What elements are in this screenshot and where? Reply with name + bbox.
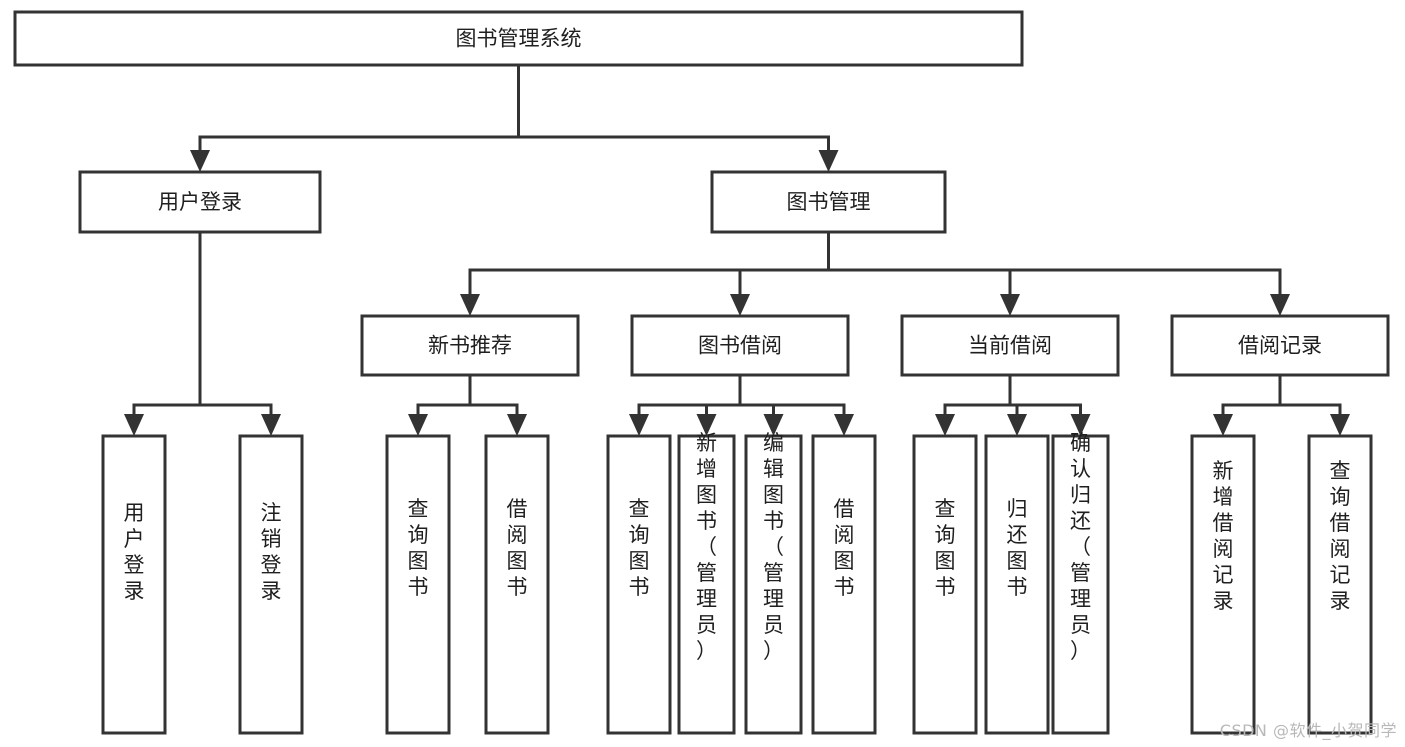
arrow-head-icon — [1007, 414, 1027, 436]
node-box-leaf-edit-book-admin[interactable] — [744, 434, 803, 735]
node-leaf-add-borrow-record[interactable]: 新增借阅记录 — [1190, 434, 1256, 735]
node-label-current-borrow: 当前借阅 — [968, 334, 1052, 358]
node-box-leaf-add-book-admin[interactable] — [677, 434, 736, 735]
node-box-user-login[interactable] — [78, 170, 322, 234]
node-box-leaf-logout[interactable] — [238, 434, 304, 735]
arrow-head-icon — [763, 414, 784, 436]
arrow-head-icon — [1330, 414, 1350, 436]
node-label-leaf-borrow-book-recommend: 借阅图书 — [507, 497, 528, 599]
arrow-head-icon — [1000, 294, 1020, 316]
node-box-leaf-borrow-book[interactable] — [811, 434, 877, 735]
node-box-leaf-query-book-borrow[interactable] — [606, 434, 672, 735]
node-leaf-query-book-recommend[interactable]: 查询图书 — [385, 434, 451, 735]
node-box-root[interactable] — [13, 10, 1024, 67]
arrow-head-icon — [1213, 414, 1233, 436]
node-label-borrow-record: 借阅记录 — [1238, 334, 1322, 358]
node-leaf-query-book-borrow[interactable]: 查询图书 — [606, 434, 672, 735]
node-label-new-book-recommend: 新书推荐 — [428, 334, 512, 358]
node-label-leaf-edit-book-admin: 编辑图书（管理员） — [763, 431, 784, 663]
node-label-book-management: 图书管理 — [787, 190, 871, 214]
arrow-head-icon — [408, 414, 428, 436]
node-label-leaf-query-book-borrow: 查询图书 — [629, 497, 650, 599]
node-borrow-record[interactable]: 借阅记录 — [1170, 314, 1390, 377]
node-label-leaf-query-book-current: 查询图书 — [935, 497, 956, 599]
node-box-book-management[interactable] — [710, 170, 947, 234]
node-root[interactable]: 图书管理系统 — [13, 10, 1024, 67]
arrow-head-icon — [730, 294, 750, 316]
node-box-leaf-borrow-book-recommend[interactable] — [484, 434, 550, 735]
node-label-book-borrow: 图书借阅 — [698, 334, 782, 358]
node-book-borrow[interactable]: 图书借阅 — [630, 314, 850, 377]
node-label-leaf-borrow-book: 借阅图书 — [834, 497, 855, 599]
node-box-leaf-query-borrow-record[interactable] — [1307, 434, 1373, 735]
node-leaf-add-book-admin[interactable]: 新增图书（管理员） — [677, 431, 736, 735]
arrow-head-icon — [834, 414, 854, 436]
node-box-book-borrow[interactable] — [630, 314, 850, 377]
arrow-head-icon — [124, 414, 144, 436]
node-new-book-recommend[interactable]: 新书推荐 — [360, 314, 580, 377]
node-current-borrow[interactable]: 当前借阅 — [900, 314, 1120, 377]
arrow-head-icon — [1270, 294, 1290, 316]
node-box-leaf-user-login[interactable] — [101, 434, 167, 735]
node-box-leaf-add-borrow-record[interactable] — [1190, 434, 1256, 735]
node-label-leaf-user-login: 用户登录 — [124, 501, 145, 603]
node-leaf-edit-book-admin[interactable]: 编辑图书（管理员） — [744, 431, 803, 735]
node-box-leaf-confirm-return-admin[interactable] — [1051, 434, 1110, 735]
arrow-head-icon — [261, 414, 281, 436]
node-leaf-borrow-book[interactable]: 借阅图书 — [811, 434, 877, 735]
node-box-leaf-query-book-recommend[interactable] — [385, 434, 451, 735]
node-leaf-return-book[interactable]: 归还图书 — [984, 434, 1050, 735]
node-box-borrow-record[interactable] — [1170, 314, 1390, 377]
node-leaf-confirm-return-admin[interactable]: 确认归还（管理员） — [1051, 431, 1110, 735]
node-box-current-borrow[interactable] — [900, 314, 1120, 377]
node-label-leaf-confirm-return-admin: 确认归还（管理员） — [1070, 431, 1091, 663]
node-book-management[interactable]: 图书管理 — [710, 170, 947, 234]
node-label-user-login: 用户登录 — [158, 190, 242, 214]
arrow-head-icon — [935, 414, 955, 436]
node-user-login[interactable]: 用户登录 — [78, 170, 322, 234]
node-label-leaf-add-book-admin: 新增图书（管理员） — [696, 431, 717, 663]
node-label-leaf-logout: 注销登录 — [261, 501, 282, 603]
node-label-leaf-return-book: 归还图书 — [1007, 497, 1028, 599]
arrow-head-icon — [629, 414, 649, 436]
csdn-watermark: CSDN @软件_小贺同学 — [1219, 721, 1397, 740]
node-label-leaf-query-borrow-record: 查询借阅记录 — [1330, 459, 1351, 613]
node-layer: 图书管理系统用户登录图书管理新书推荐图书借阅当前借阅借阅记录用户登录注销登录查询… — [13, 10, 1390, 735]
node-leaf-query-book-current[interactable]: 查询图书 — [912, 434, 978, 735]
arrow-head-icon — [1070, 414, 1091, 436]
node-box-leaf-query-book-current[interactable] — [912, 434, 978, 735]
node-box-new-book-recommend[interactable] — [360, 314, 580, 377]
node-label-leaf-add-borrow-record: 新增借阅记录 — [1213, 459, 1234, 613]
node-label-root: 图书管理系统 — [456, 27, 582, 51]
arrow-head-icon — [696, 414, 717, 436]
arrow-head-icon — [460, 294, 480, 316]
node-leaf-query-borrow-record[interactable]: 查询借阅记录 — [1307, 434, 1373, 735]
node-leaf-borrow-book-recommend[interactable]: 借阅图书 — [484, 434, 550, 735]
node-label-leaf-query-book-recommend: 查询图书 — [408, 497, 429, 599]
connector-layer — [124, 63, 1350, 436]
arrow-head-icon — [507, 414, 527, 436]
node-leaf-logout[interactable]: 注销登录 — [238, 434, 304, 735]
arrow-head-icon — [818, 150, 839, 172]
node-box-leaf-return-book[interactable] — [984, 434, 1050, 735]
node-leaf-user-login[interactable]: 用户登录 — [101, 434, 167, 735]
arrow-head-icon — [190, 150, 210, 172]
